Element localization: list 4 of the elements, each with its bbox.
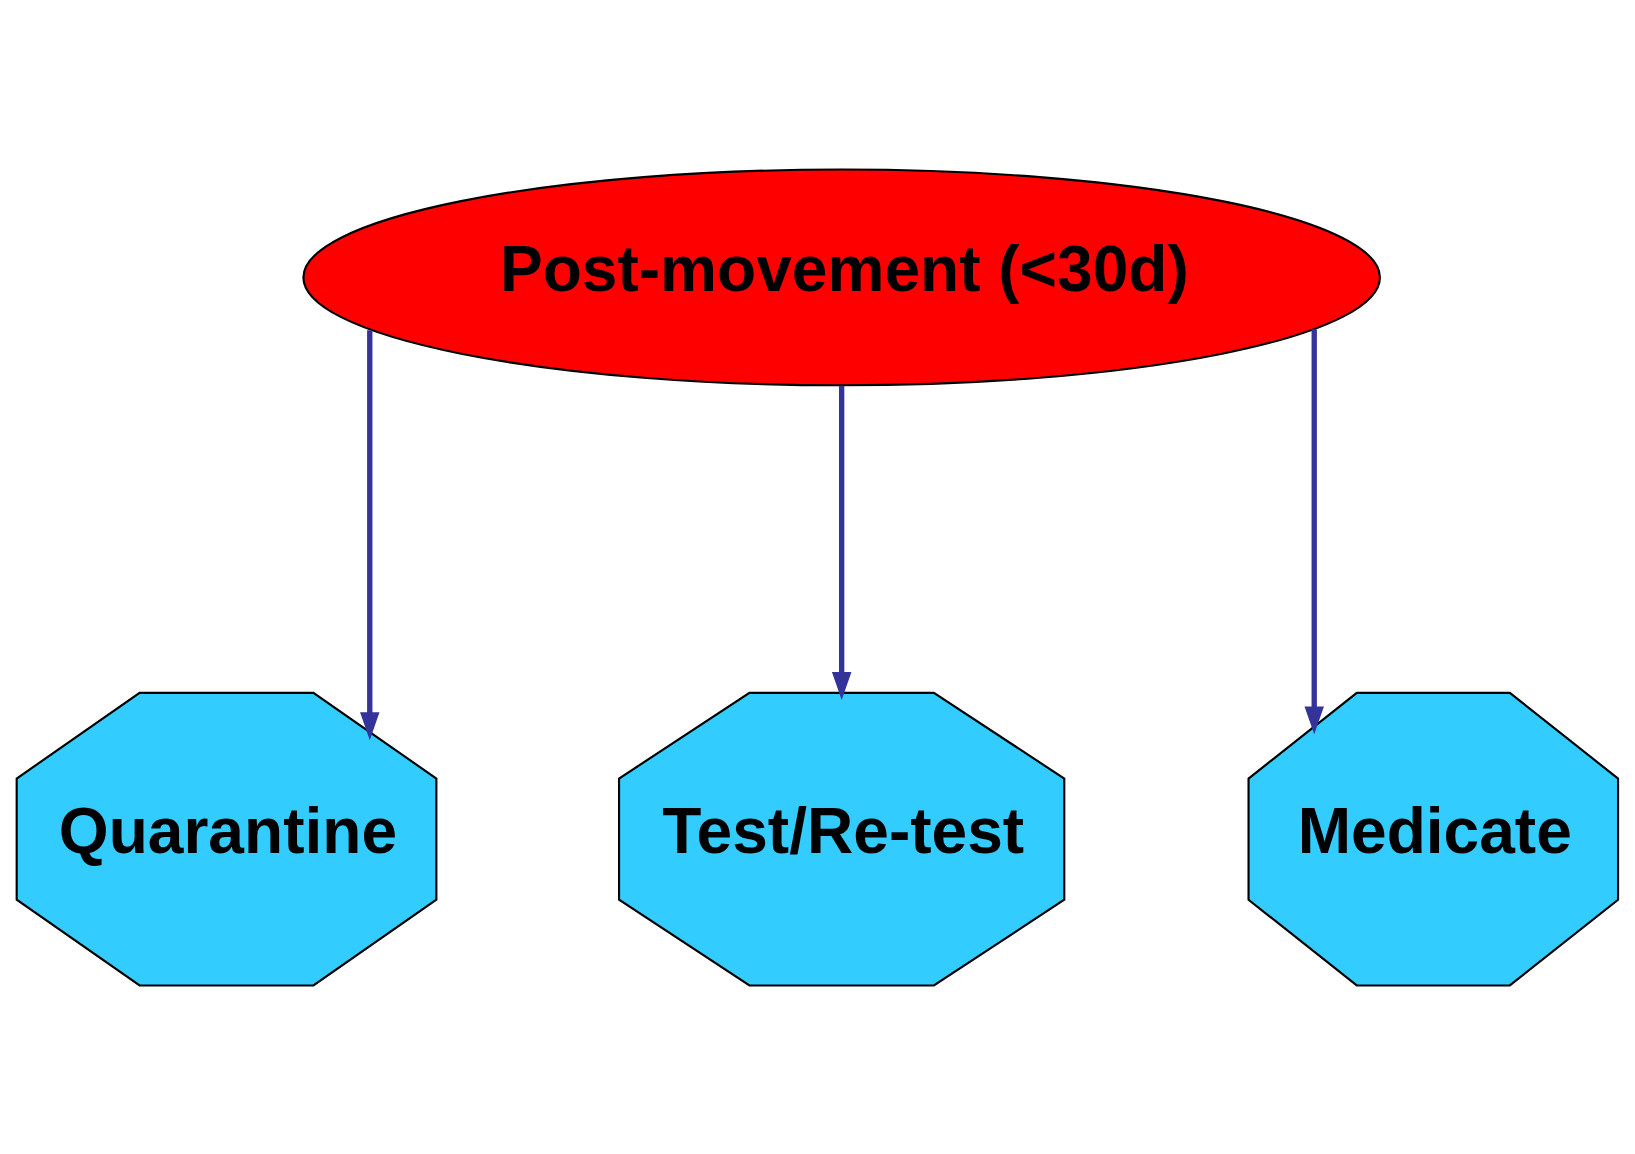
arrow [1304,328,1324,734]
node-ellipse: Post-movement (<30d) [302,167,1381,386]
arrow [831,385,852,700]
arrow [360,329,380,740]
